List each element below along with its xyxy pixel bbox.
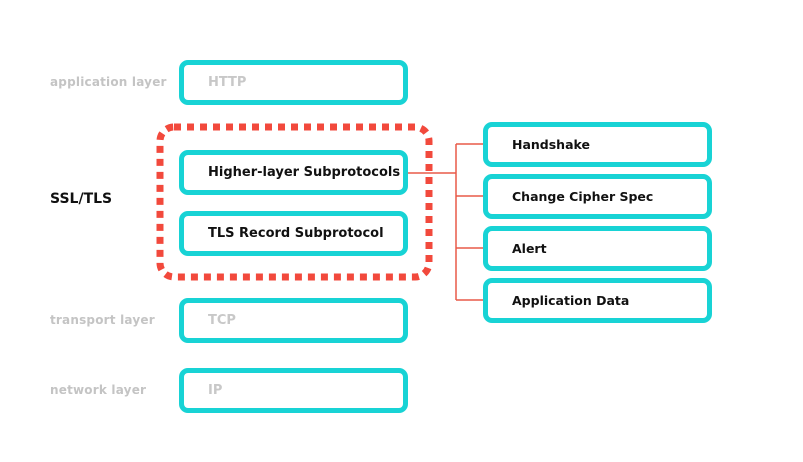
alert-box: Alert [483,226,712,271]
change-cipher-spec-label: Change Cipher Spec [512,189,654,204]
transport-layer-label: transport layer [50,313,155,327]
higher-layer-subprotocols-label: Higher-layer Subprotocols [208,165,401,180]
http-label: HTTP [208,75,247,90]
handshake-box: Handshake [483,122,712,167]
application-layer-label: application layer [50,75,167,89]
http-box: HTTP [179,60,408,105]
alert-label: Alert [512,241,547,256]
ip-box: IP [179,368,408,413]
tls-record-subprotocol-label: TLS Record Subprotocol [208,226,384,241]
tcp-label: TCP [208,313,236,328]
application-data-label: Application Data [512,293,630,308]
tcp-box: TCP [179,298,408,343]
tls-record-subprotocol-box: TLS Record Subprotocol [179,211,408,256]
ip-label: IP [208,383,223,398]
application-data-box: Application Data [483,278,712,323]
network-layer-label: network layer [50,383,147,397]
ssl-tls-label: SSL/TLS [50,191,113,207]
change-cipher-spec-box: Change Cipher Spec [483,174,712,219]
higher-layer-subprotocols-box: Higher-layer Subprotocols [179,150,408,195]
handshake-label: Handshake [512,137,590,152]
